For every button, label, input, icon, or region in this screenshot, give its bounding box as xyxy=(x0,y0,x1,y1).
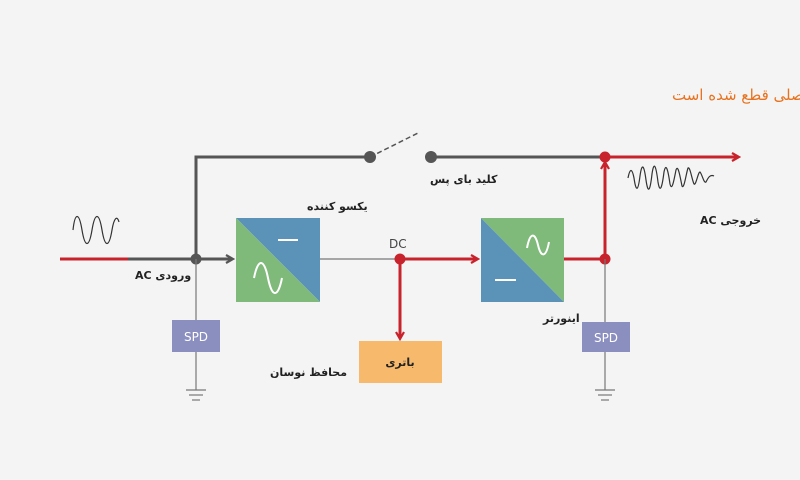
inverter-label: اینورتر xyxy=(542,312,580,325)
bypass-switch-blade xyxy=(369,131,421,158)
rectifier-block xyxy=(236,218,320,302)
bypass-switch-contact-left[interactable] xyxy=(364,151,376,163)
ground-icon xyxy=(595,389,615,401)
ground-icon xyxy=(186,389,206,401)
battery-label: باتری xyxy=(385,356,414,369)
sine-wave-icon xyxy=(72,215,120,245)
ac-output-label: خروجی AC xyxy=(700,214,761,227)
surge-protector-label: محافظ نوسان xyxy=(270,366,347,379)
output-node-upper xyxy=(599,151,611,163)
page-title: طراحی داخلی یو پی اس لاین اینترکتیو هنگا… xyxy=(672,86,800,105)
bypass-line xyxy=(194,155,370,259)
bypass-switch-label: کلید بای پس xyxy=(430,173,498,186)
distorted-wave-icon xyxy=(627,165,715,190)
spd-left xyxy=(172,320,220,352)
spd-right xyxy=(582,322,630,352)
spd-right-label: SPD xyxy=(594,331,618,345)
ac-input-label: ورودی AC xyxy=(135,269,191,282)
inverter-block xyxy=(481,218,564,302)
battery-block xyxy=(359,341,442,383)
dc-label: DC xyxy=(389,237,407,251)
rectifier-label: یکسو کننده xyxy=(307,200,368,213)
spd-left-label: SPD xyxy=(184,330,208,344)
